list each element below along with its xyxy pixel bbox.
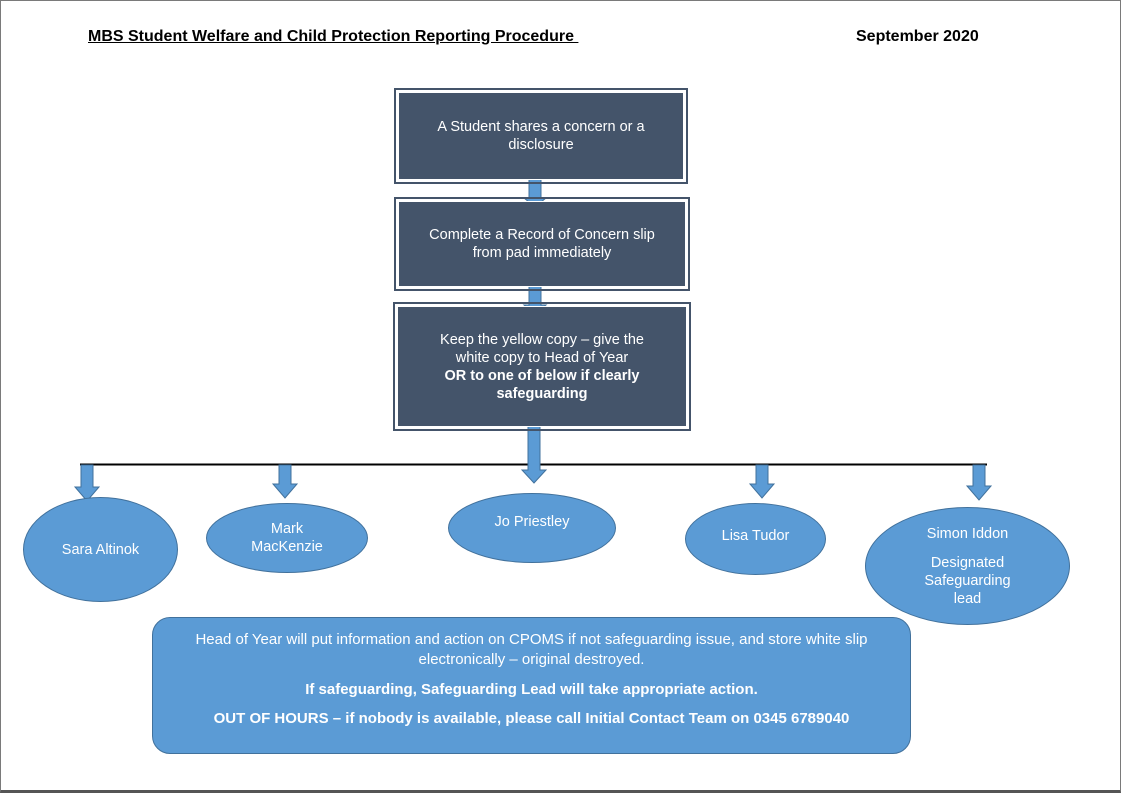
contact-name: Sara Altinok (61, 541, 140, 558)
document-date: September 2020 (856, 28, 979, 45)
step-complete-record-slip: Complete a Record of Concern slip from p… (394, 197, 690, 291)
step-3-emphasis: OR to one of below if clearly safeguardi… (444, 367, 640, 402)
arrow-to-simon-iddon (965, 464, 993, 501)
contact-role: Designated Safeguarding lead (924, 554, 1011, 607)
contact-name: Jo Priestley (494, 514, 570, 530)
arrow-to-sara-altinok (73, 464, 101, 502)
notes-out-of-hours: OUT OF HOURS – if nobody is available, p… (213, 710, 850, 727)
contact-mark-mackenzie: Mark MacKenzie (206, 503, 368, 573)
contact-name: Simon Iddon (926, 525, 1009, 542)
procedure-notes-box: Head of Year will put information and ac… (152, 617, 911, 754)
step-keep-yellow-copy: Keep the yellow copy – give the white co… (393, 302, 691, 431)
contact-simon-iddon: Simon Iddon Designated Safeguarding lead (865, 507, 1070, 625)
contact-jo-priestley: Jo Priestley (448, 493, 616, 563)
notes-head-of-year: Head of Year will put information and ac… (195, 631, 868, 668)
step-2-text: Complete a Record of Concern slip from p… (429, 227, 655, 261)
step-student-shares-concern: A Student shares a concern or a disclosu… (394, 88, 688, 184)
step-3-text: Keep the yellow copy – give the white co… (440, 331, 644, 366)
arrow-to-mark-mackenzie (271, 464, 299, 499)
contact-name: Lisa Tudor (721, 528, 790, 544)
arrow-to-lisa-tudor (748, 464, 776, 499)
contact-name: Mark MacKenzie (251, 521, 323, 555)
contact-sara-altinok: Sara Altinok (23, 497, 178, 602)
notes-safeguarding: If safeguarding, Safeguarding Lead will … (305, 681, 758, 698)
document-title: MBS Student Welfare and Child Protection… (88, 28, 579, 45)
contact-lisa-tudor: Lisa Tudor (685, 503, 826, 575)
step-1-text: A Student shares a concern or a disclosu… (437, 119, 645, 153)
